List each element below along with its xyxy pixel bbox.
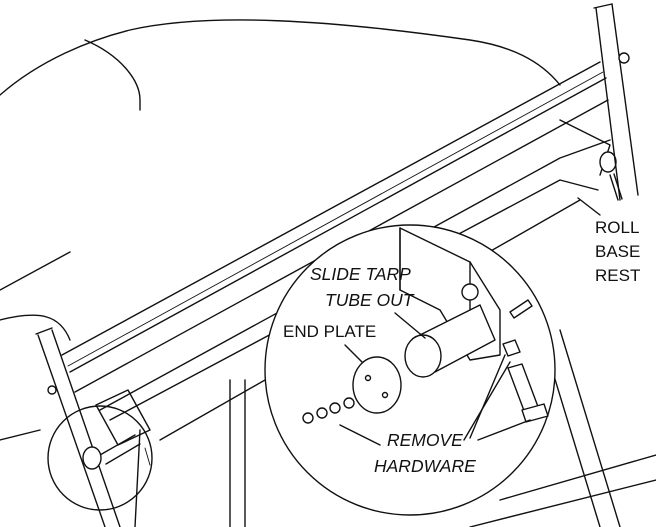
lower-frame-4 <box>499 454 656 501</box>
slide-tarp-label-line1: SLIDE TARP <box>310 264 411 284</box>
hardware-nut-2 <box>316 407 328 419</box>
left-post-left-edge <box>37 334 106 527</box>
roll-base-rest-label-line3: REST <box>595 266 640 285</box>
tarp-tube-hidden-line <box>67 71 604 367</box>
left-detail-circle <box>47 405 153 511</box>
roll-base-rest-label-line2: BASE <box>595 242 640 261</box>
roll-base-rest-front <box>99 139 611 411</box>
remove-hardware-leader-1 <box>339 424 381 446</box>
end-plate-hole-b <box>381 391 389 399</box>
detail-tube-end <box>404 334 442 378</box>
lower-frame-5 <box>469 479 656 527</box>
right-post-bolt <box>618 52 630 64</box>
detail-top-nut <box>461 283 479 301</box>
roll-base-rest-end-cap <box>599 151 617 173</box>
roll-base-rest-back <box>109 179 599 421</box>
roll-base-rest-leader <box>577 197 601 216</box>
end-plate-hole-a <box>364 374 372 382</box>
right-post-right-edge <box>611 3 639 196</box>
left-post-top <box>35 327 53 335</box>
detail-bolt-head <box>521 403 549 423</box>
left-tube-stub <box>99 434 141 465</box>
left-post-bolt <box>47 385 57 395</box>
body-rail-upper <box>0 251 71 291</box>
left-end-plate <box>82 446 102 470</box>
right-post-top <box>593 3 613 9</box>
lower-frame-3 <box>134 429 141 527</box>
remove-hardware-leader-3 <box>477 419 531 441</box>
left-small-bolt <box>144 447 151 466</box>
tarp-tube-lower-edge <box>69 77 607 373</box>
left-post-right-edge <box>51 329 121 527</box>
trailer-body-top-edge <box>0 19 561 96</box>
remove-hardware-leader-4 <box>463 361 511 441</box>
left-bracket <box>95 389 151 446</box>
hardware-nut-3 <box>329 402 341 414</box>
remove-hardware-leader-2 <box>469 354 506 439</box>
end-plate-leader <box>344 344 363 363</box>
hardware-nut-1 <box>302 412 314 424</box>
right-post-left-edge <box>595 7 621 201</box>
body-rail-lower-2 <box>0 429 41 441</box>
remove-hardware-label-line2: HARDWARE <box>374 456 476 476</box>
slide-tarp-label-line2: TUBE OUT <box>325 290 415 310</box>
roll-base-rest-label-line1: ROLL <box>595 218 639 237</box>
detail-end-plate <box>352 356 402 414</box>
detail-small-bolt <box>509 299 533 319</box>
hardware-nut-4 <box>343 397 355 409</box>
lower-frame-7 <box>559 329 621 527</box>
tarp-tube-upper-edge <box>61 61 601 356</box>
remove-hardware-label-line1: REMOVE <box>387 430 463 450</box>
slide-tube-leader <box>394 312 426 339</box>
end-plate-label: END PLATE <box>283 322 376 341</box>
detail-washer <box>502 339 521 357</box>
body-rail-lower <box>0 314 71 341</box>
trailer-body-corner-left <box>84 39 141 111</box>
